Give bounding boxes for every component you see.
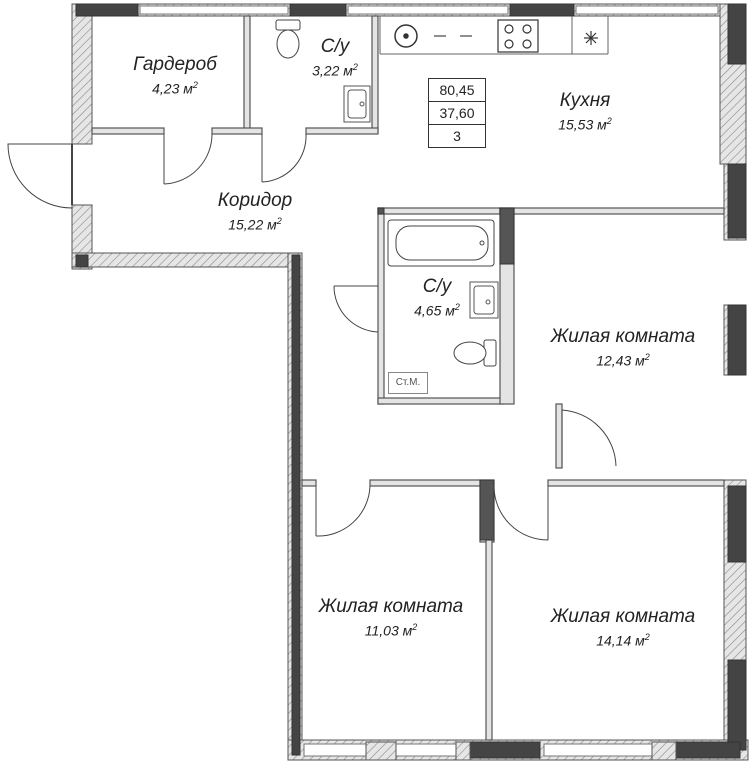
toilet-icon-2 <box>453 339 497 367</box>
room-kitchen: Кухня 15,53 м2 <box>530 90 640 134</box>
interior-wall-darks <box>377 207 515 541</box>
room-living-2: Жилая комната 11,03 м2 <box>296 596 486 640</box>
stove-icon <box>497 19 539 53</box>
doors <box>7 133 617 541</box>
room-area: 3,22 <box>312 62 340 79</box>
room-name: Кухня <box>559 90 611 111</box>
washbasin-icon-2 <box>469 281 499 319</box>
room-wc-1: С/у 3,22 м2 <box>290 36 380 80</box>
total-area: 80,45 <box>439 82 475 98</box>
room-area: 14,14 <box>596 632 632 649</box>
room-name: С/у <box>320 36 350 57</box>
vent-icon <box>584 31 598 45</box>
bathtub-icon <box>387 219 495 267</box>
room-area: 4,23 <box>152 80 180 97</box>
room-area: 12,43 <box>596 352 632 369</box>
room-area: 11,03 <box>364 622 399 639</box>
sink-icon <box>394 24 418 48</box>
room-living-1: Жилая комната 12,43 м2 <box>528 326 718 370</box>
room-wc-2: С/у 4,65 м2 <box>392 276 482 320</box>
room-name: Гардероб <box>133 54 217 75</box>
room-corridor: Коридор 15,22 м2 <box>190 190 320 234</box>
room-area: 4,65 <box>414 302 442 319</box>
wall-accents <box>75 3 747 759</box>
window-sills <box>365 741 677 761</box>
room-name: С/у <box>422 276 452 297</box>
room-name: Коридор <box>217 190 293 211</box>
room-count: 3 <box>429 124 485 147</box>
room-area: 15,53 <box>558 116 594 133</box>
room-name: Жилая комната <box>550 606 696 627</box>
windows <box>139 5 719 757</box>
washing-machine-label: Ст.М. <box>388 372 428 394</box>
kitchen-counter <box>379 16 609 55</box>
washbasin-icon <box>343 85 371 123</box>
room-name: Жилая комната <box>550 326 696 347</box>
living-area: 37,60 <box>429 101 485 124</box>
room-living-3: Жилая комната 14,14 м2 <box>528 606 718 650</box>
toilet-icon <box>275 19 301 59</box>
room-area: 15,22 <box>228 216 264 233</box>
apartment-summary-table: 80,45 37,60 3 <box>428 78 486 148</box>
room-name: Жилая комната <box>318 596 464 617</box>
room-wardrobe: Гардероб 4,23 м2 <box>110 54 240 98</box>
